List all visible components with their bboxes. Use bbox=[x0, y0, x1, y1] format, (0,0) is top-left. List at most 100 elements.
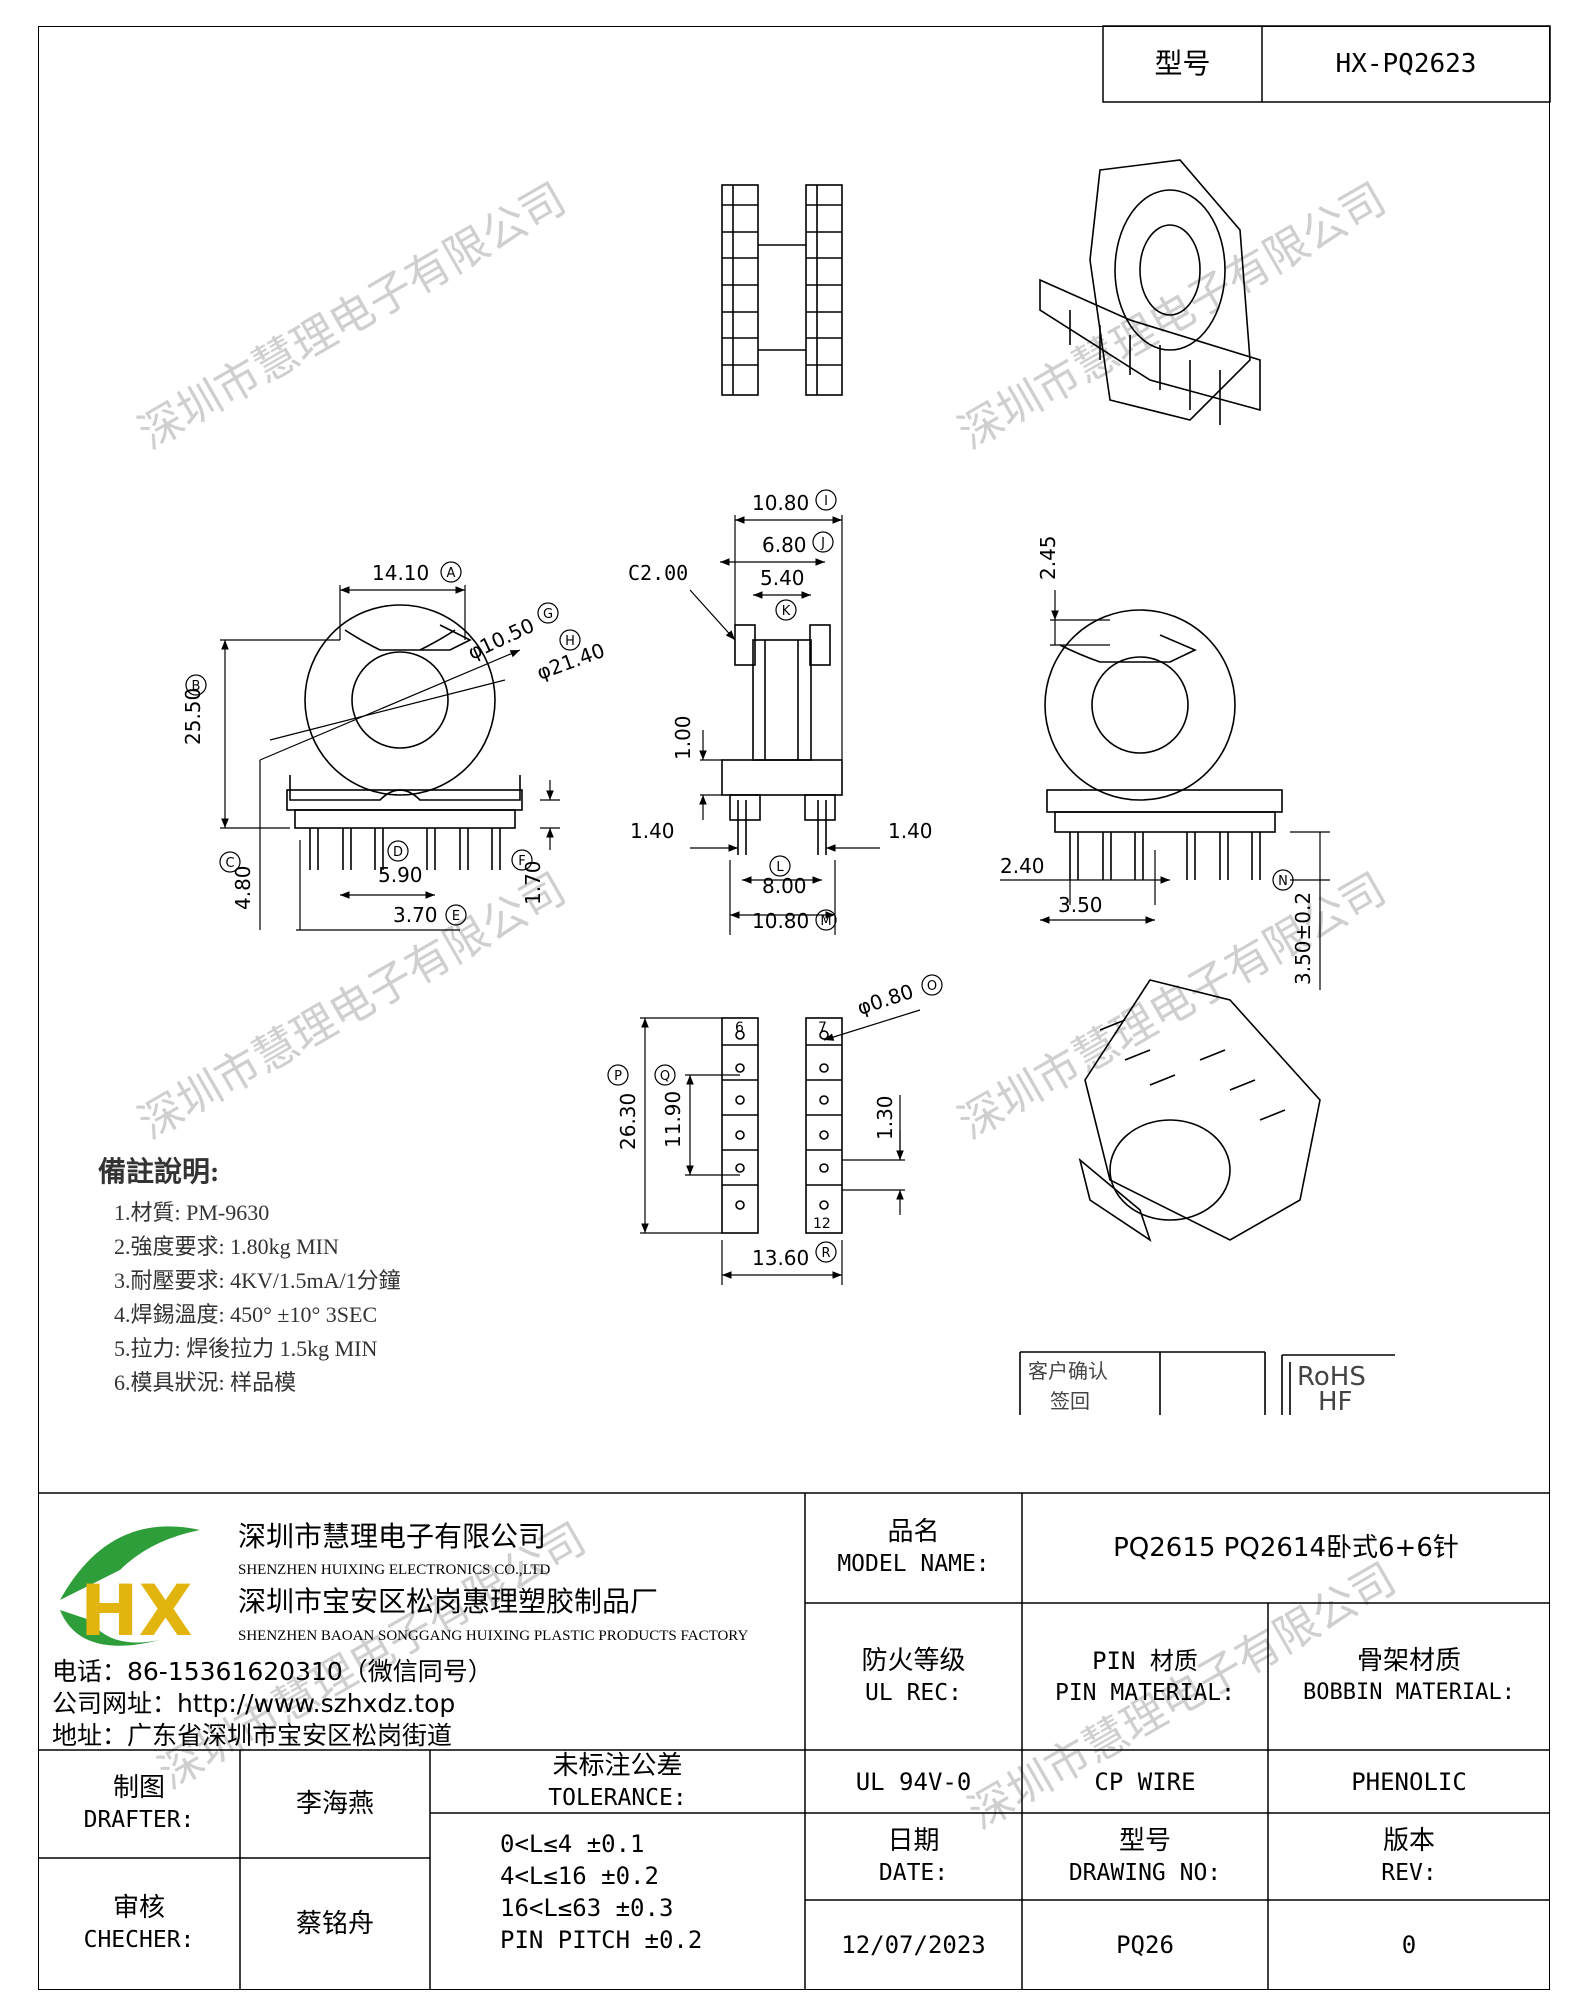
dim-rv-245: 2.45 bbox=[1036, 535, 1060, 580]
ul-rec-cn: 防火等级 bbox=[861, 1645, 966, 1676]
top-view bbox=[721, 184, 843, 396]
tolerance-cn: 未标注公差 bbox=[552, 1750, 683, 1781]
bobbin-value: PHENOLIC bbox=[1351, 1767, 1467, 1796]
company-logo: HX bbox=[60, 1526, 200, 1652]
date-value: 12/07/2023 bbox=[841, 1931, 986, 1959]
dim-rv-240: 2.40 bbox=[1000, 854, 1045, 878]
drawing-frame bbox=[38, 26, 1550, 1990]
title-block-grid bbox=[38, 25, 1551, 1990]
factory-name-en: SHENZHEN BAOAN SONGGANG HUIXING PLASTIC … bbox=[238, 1628, 749, 1644]
dim-E: 3.70 bbox=[393, 903, 438, 927]
tolerance-en: TOLERANCE: bbox=[548, 1784, 687, 1811]
note-item: 3.耐壓要求: 4KV/1.5mA/1分鐘 bbox=[114, 1268, 401, 1293]
company-address: 地址：广东省深圳市宝安区松岗街道 bbox=[52, 1721, 453, 1750]
dim-sv-100: 1.00 bbox=[671, 715, 695, 760]
ref-F: F bbox=[518, 854, 525, 869]
pin-value: CP WIRE bbox=[1094, 1767, 1196, 1796]
model-value: HX-PQ2623 bbox=[1335, 49, 1477, 79]
note-item: 4.焊錫溫度: 450° ±10° 3SEC bbox=[114, 1302, 378, 1327]
pin-12-label: 12 bbox=[813, 1216, 831, 1232]
logo-text: HX bbox=[80, 1570, 193, 1652]
tolerance-item: 16<L≤63 ±0.3 bbox=[500, 1894, 674, 1922]
drafter-en: DRAFTER: bbox=[83, 1807, 195, 1833]
dim-A: 14.10 bbox=[372, 561, 429, 585]
customer-confirm-box bbox=[1019, 1351, 1266, 1415]
drafter-cn: 制图 bbox=[112, 1773, 165, 1803]
ref-Q: Q bbox=[660, 1069, 670, 1084]
ref-I: I bbox=[824, 494, 828, 509]
ref-D: D bbox=[393, 845, 403, 860]
date-en: DATE: bbox=[878, 1859, 949, 1886]
checker-cn: 审核 bbox=[112, 1893, 165, 1923]
ul-rec-cell: 防火等级 UL REC: bbox=[805, 1603, 1022, 1750]
bobbin-material-cn: 骨架材质 bbox=[1356, 1645, 1461, 1676]
model-name-en: MODEL NAME: bbox=[837, 1551, 990, 1577]
dim-C: 4.80 bbox=[231, 865, 255, 910]
rev-en: REV: bbox=[1381, 1859, 1437, 1886]
model-name-value: PQ2615 PQ2614卧式6+6针 bbox=[1113, 1533, 1459, 1563]
drawing-no-value: PQ26 bbox=[1116, 1931, 1174, 1959]
rear-view-dimensions bbox=[1000, 590, 1330, 990]
date-cell: 日期 DATE: bbox=[805, 1813, 1022, 1900]
rear-view bbox=[1044, 609, 1283, 880]
customer-confirm-line2: 签回 bbox=[1050, 1390, 1090, 1413]
ref-A: A bbox=[447, 566, 456, 581]
pin-material-cell: PIN 材质 PIN MATERIAL: bbox=[1022, 1603, 1268, 1750]
bottom-view bbox=[721, 1017, 843, 1234]
bobbin-material-cell: 骨架材质 BOBBIN MATERIAL: bbox=[1268, 1603, 1550, 1750]
rohs-box bbox=[1281, 1354, 1395, 1415]
dim-sv-140-left: 1.40 bbox=[630, 819, 675, 843]
ul-rec-en: UL REC: bbox=[865, 1679, 962, 1706]
ref-M: M bbox=[820, 914, 831, 929]
company-name-en: SHENZHEN HUIXING ELECTRONICS CO.,LTD bbox=[238, 1562, 551, 1578]
note-item: 5.拉力: 焊後拉力 1.5kg MIN bbox=[114, 1336, 378, 1361]
side-view bbox=[721, 624, 843, 855]
ref-G: G bbox=[543, 607, 553, 622]
note-item: 2.強度要求: 1.80kg MIN bbox=[114, 1234, 339, 1259]
model-name-cell: 品名 MODEL NAME: bbox=[805, 1493, 1022, 1603]
dim-Q: 11.90 bbox=[661, 1091, 685, 1148]
watermark-1: 深圳市慧理电子有限公司 bbox=[130, 173, 575, 459]
front-view-dimensions bbox=[220, 585, 560, 931]
customer-confirm-line1: 客户确认 bbox=[1028, 1360, 1108, 1383]
date-cn: 日期 bbox=[887, 1825, 940, 1856]
ul-value: UL 94V-0 bbox=[855, 1767, 972, 1796]
factory-name-cn: 深圳市宝安区松岗惠理塑胶制品厂 bbox=[238, 1585, 659, 1618]
dim-M: 10.80 bbox=[752, 909, 809, 933]
hf-text: HF bbox=[1318, 1387, 1353, 1417]
tolerance-item: PIN PITCH ±0.2 bbox=[500, 1926, 703, 1954]
dim-C2: C2.00 bbox=[628, 561, 688, 585]
note-item: 1.材質: PM-9630 bbox=[114, 1200, 270, 1225]
dim-S: 13.60 bbox=[752, 1246, 809, 1270]
watermark-3: 深圳市慧理电子有限公司 bbox=[130, 863, 575, 1149]
dim-J: 6.80 bbox=[762, 533, 807, 557]
company-name-cn: 深圳市慧理电子有限公司 bbox=[238, 1520, 547, 1553]
tolerance-item: 0<L≤4 ±0.1 bbox=[500, 1830, 645, 1858]
model-label: 型号 bbox=[1154, 47, 1211, 80]
dim-L: 8.00 bbox=[762, 874, 807, 898]
dim-rv-350: 3.50 bbox=[1058, 893, 1103, 917]
dim-F: 1.70 bbox=[521, 860, 545, 905]
dim-K: 5.40 bbox=[760, 566, 805, 590]
pin-7-label: 7 bbox=[818, 1020, 827, 1036]
ref-J: J bbox=[820, 536, 825, 551]
bobbin-material-en: BOBBIN MATERIAL: bbox=[1303, 1679, 1515, 1705]
notes-section: 備註說明: 1.材質: PM-9630 2.強度要求: 1.80kg MIN 3… bbox=[98, 1150, 518, 1400]
rohs-text: RoHS bbox=[1297, 1362, 1366, 1392]
dim-N: 3.50±0.2 bbox=[1291, 892, 1315, 985]
tolerance-item: 4<L≤16 ±0.2 bbox=[500, 1862, 659, 1890]
company-phone: 电话：86-15361620310（微信同号） bbox=[52, 1657, 493, 1686]
isometric-view-top bbox=[1039, 159, 1261, 425]
dim-sv-140-right: 1.40 bbox=[888, 819, 933, 843]
dim-B: 25.50 bbox=[181, 688, 205, 745]
watermark-2: 深圳市慧理电子有限公司 bbox=[950, 173, 1395, 459]
front-view bbox=[286, 604, 523, 870]
note-item: 6.模具狀況: 样品模 bbox=[114, 1370, 297, 1395]
ref-E: E bbox=[452, 909, 460, 924]
pin-6-label: 6 bbox=[735, 1020, 744, 1036]
bottom-view-dimensions bbox=[640, 1009, 921, 1285]
dim-D: 5.90 bbox=[378, 863, 423, 887]
dim-P: 26.30 bbox=[616, 1093, 640, 1150]
drafter-label-cell: 制图 DRAFTER: bbox=[38, 1750, 240, 1858]
